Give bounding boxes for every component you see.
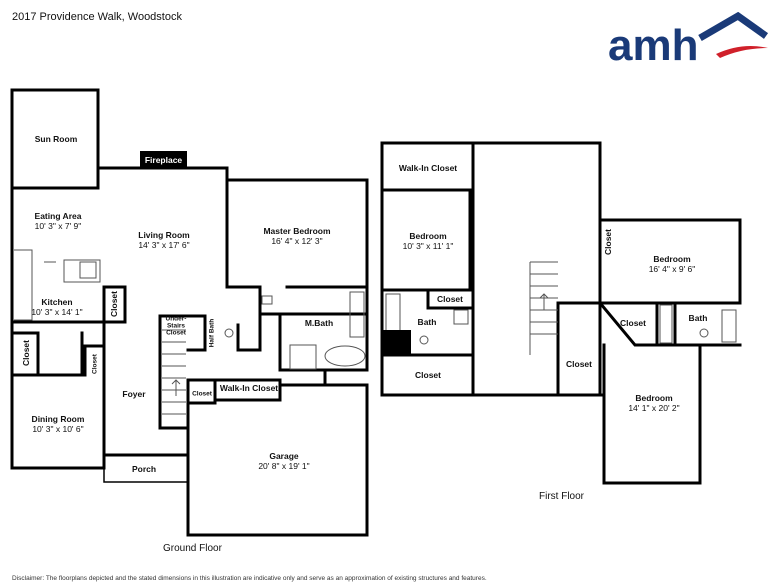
room-foyer: Foyer [122,389,146,399]
room-closet-foyer: Closet [192,390,212,398]
amh-logo: amh [608,12,769,66]
room-closet-3: Closet [620,318,646,328]
room-closet-kitchen: Closet [109,291,119,317]
room-closet-2: Closet [603,229,613,255]
address-title: 2017 Providence Walk, Woodstock [12,11,182,23]
room-sun-room: Sun Room [34,134,78,144]
room-under-stairs-closet: Under-Stairs Closet [165,315,187,337]
fireplace-label: Fireplace [140,151,187,169]
first-floor-caption: First Floor [539,491,584,502]
room-closet-left: Closet [21,340,31,366]
room-walk-in-closet-2: Walk-In Closet [398,163,458,173]
room-closet-bottom: Closet [415,370,441,380]
room-m-bath: M.Bath [304,318,334,328]
room-closet-4: Closet [566,359,592,369]
room-closet-1: Closet [437,294,463,304]
logo-roof-icon [698,12,769,42]
logo-swoosh-icon [716,46,768,58]
logo-text: amh [608,21,698,66]
room-porch: Porch [131,464,157,474]
room-half-bath: Half Bath [208,318,216,348]
room-walk-in-closet: Walk-In Closet [219,383,279,393]
disclaimer-text: Disclaimer: The floorplans depicted and … [12,575,487,582]
room-bath-2: Bath [688,313,708,323]
ground-floor-caption: Ground Floor [163,543,222,554]
room-closet-small: Closet [91,354,99,374]
room-bath-1: Bath [417,317,437,327]
